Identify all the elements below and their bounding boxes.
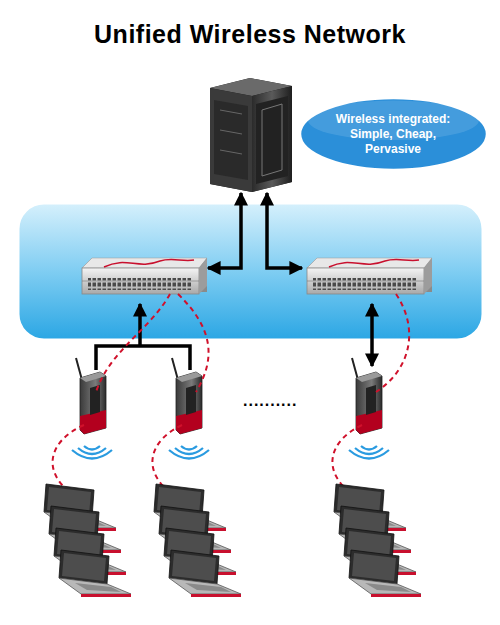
server-rack — [210, 78, 292, 192]
access-point — [76, 358, 106, 434]
switch — [82, 258, 207, 294]
ellipsis-mark: .......... — [243, 392, 297, 410]
switch — [307, 258, 432, 294]
virtual-links — [53, 294, 410, 494]
callout-ellipse: Wireless integrated: Simple, Cheap, Perv… — [298, 96, 489, 172]
laptop-group — [154, 484, 241, 597]
wifi-signal — [169, 446, 209, 459]
laptop-group — [44, 484, 131, 597]
wifi-signal — [72, 446, 112, 459]
access-point — [172, 358, 202, 434]
access-point — [352, 358, 382, 434]
diagram-title: Unified Wireless Network — [0, 20, 500, 49]
network-band — [18, 203, 483, 340]
callout-text: Wireless integrated: Simple, Cheap, Perv… — [330, 112, 456, 157]
wifi-signal — [349, 446, 389, 459]
laptop-group — [334, 484, 421, 597]
